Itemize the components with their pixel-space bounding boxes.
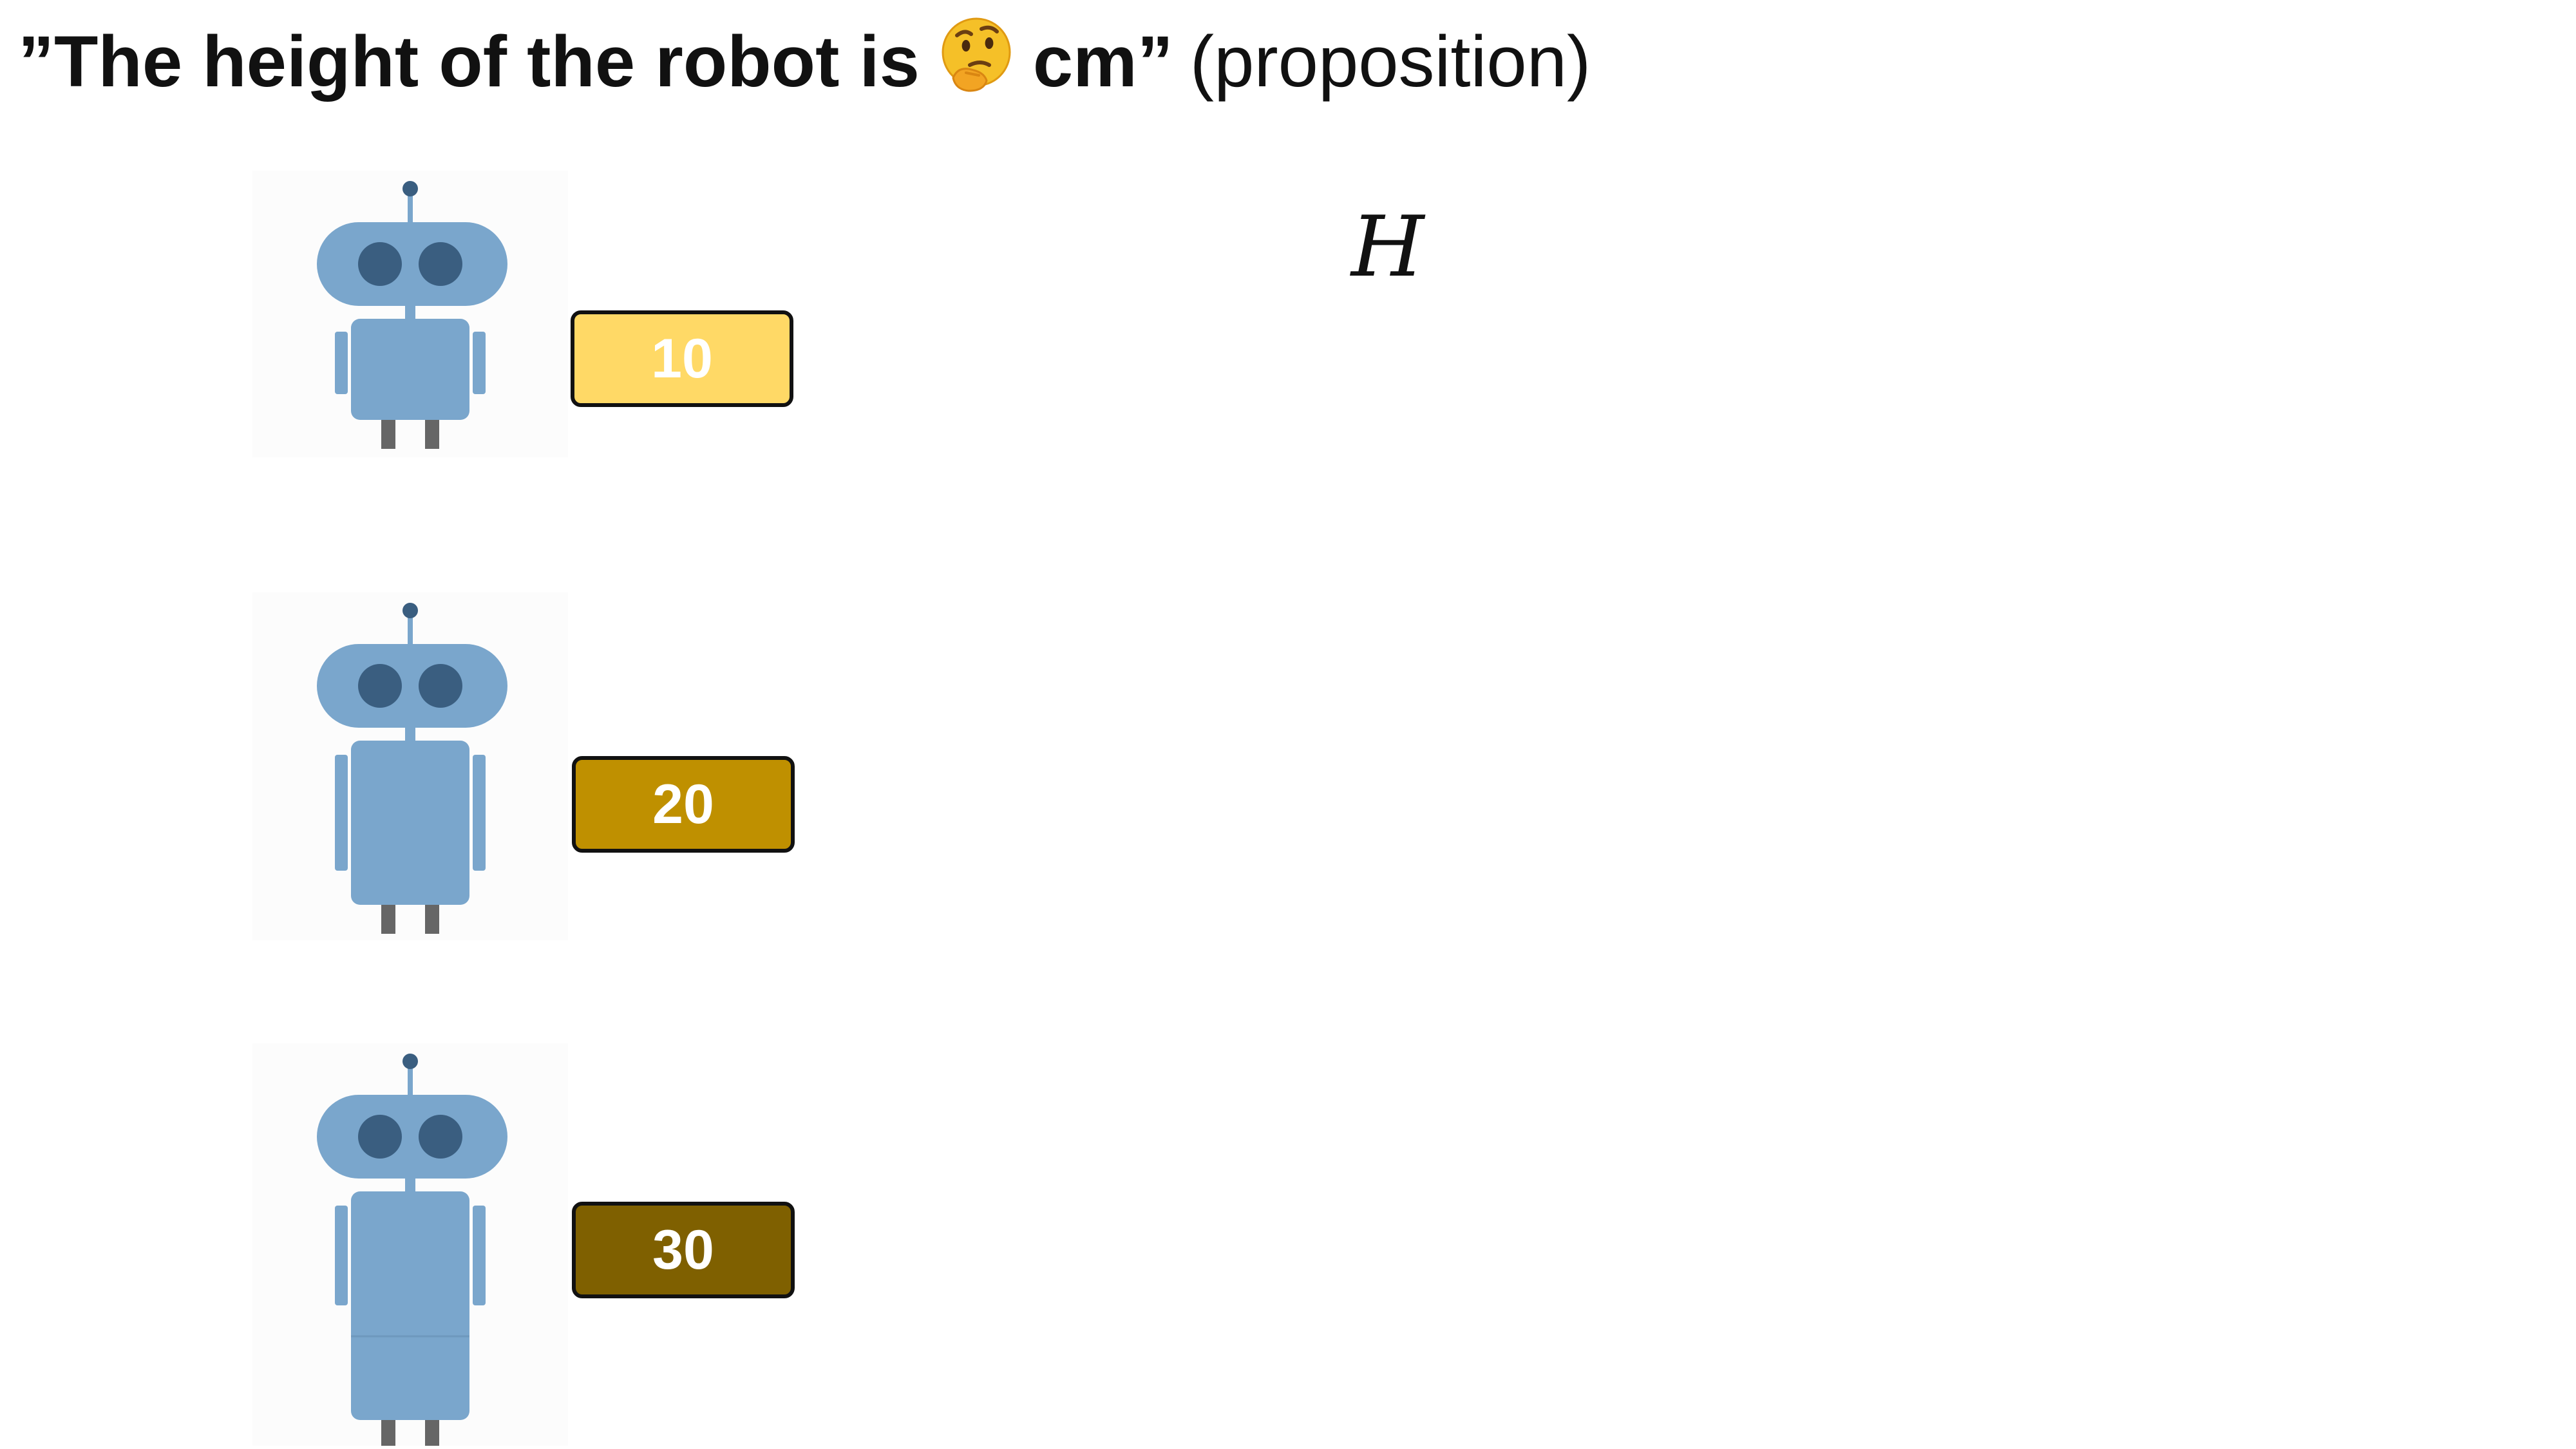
robot-icon-medium (252, 592, 568, 940)
height-badge-label: 30 (652, 1218, 714, 1281)
robot-icon-tall (252, 1043, 568, 1446)
title-text-unit: cm” (1032, 21, 1173, 102)
variable-symbol: H (1351, 198, 1425, 296)
height-badge-label: 10 (651, 327, 713, 390)
slide-title: ”The height of the robot is cm” (proposi… (18, 13, 1591, 109)
height-badge-30: 30 (572, 1202, 795, 1298)
height-badge-10: 10 (571, 310, 793, 407)
thinking-face-icon (935, 14, 1018, 96)
title-text-main: ”The height of the robot is (18, 21, 920, 102)
title-text-proposition: (proposition) (1189, 21, 1591, 102)
height-badge-20: 20 (572, 756, 795, 853)
height-badge-label: 20 (652, 773, 714, 835)
robot-icon-short (252, 171, 568, 457)
